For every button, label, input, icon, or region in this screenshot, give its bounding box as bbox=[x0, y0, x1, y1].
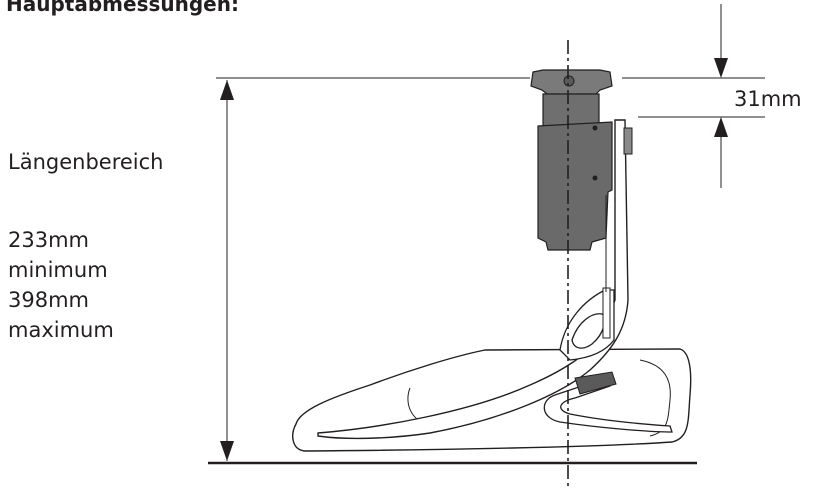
top-dimension-label: 31mm bbox=[734, 87, 802, 111]
max-label: maximum bbox=[8, 318, 114, 342]
max-value: 398mm bbox=[8, 288, 89, 312]
title: Hauptabmessungen: bbox=[6, 0, 239, 16]
cylinder-main bbox=[537, 121, 613, 251]
ankle-slot bbox=[602, 287, 611, 339]
dim31-arrow-top bbox=[714, 58, 728, 78]
cylinder-bolt-upper bbox=[592, 125, 598, 131]
cylinder-upper bbox=[542, 93, 600, 127]
cylinder-bolt-lower bbox=[592, 175, 598, 181]
length-arrow-bottom bbox=[220, 441, 234, 461]
length-arrow-top bbox=[220, 80, 234, 100]
min-value: 233mm bbox=[8, 228, 89, 252]
adapter-screw bbox=[563, 75, 575, 87]
heel-wedge bbox=[574, 371, 617, 395]
heel-spring bbox=[543, 375, 673, 433]
min-label: minimum bbox=[8, 258, 108, 282]
side-clamp bbox=[623, 127, 633, 155]
carbon-blade bbox=[317, 119, 629, 440]
length-range-label: Längenbereich bbox=[8, 150, 164, 174]
dim31-arrow-bottom bbox=[714, 117, 728, 137]
